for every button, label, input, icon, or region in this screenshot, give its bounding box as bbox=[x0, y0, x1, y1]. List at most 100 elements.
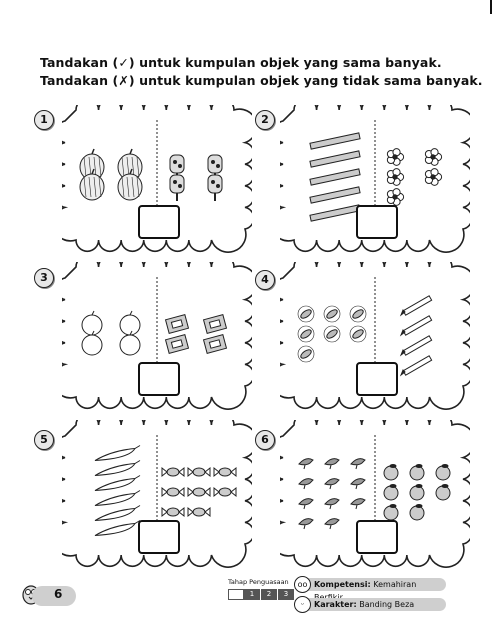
smiley-icon: ᵕ bbox=[294, 596, 311, 613]
ruler-icon bbox=[309, 132, 361, 150]
book-icon bbox=[202, 334, 228, 354]
exercise-number: 6 bbox=[255, 430, 275, 450]
book-icon bbox=[164, 334, 190, 354]
candy-icon bbox=[213, 466, 237, 478]
chili-icon bbox=[94, 475, 141, 491]
orange-icon bbox=[383, 464, 399, 481]
flower-icon bbox=[386, 188, 405, 206]
bird-icon bbox=[324, 478, 340, 490]
candy-icon bbox=[187, 486, 211, 498]
leaf-icon bbox=[297, 345, 315, 363]
tahap-label: Tahap Penguasaan bbox=[228, 578, 289, 586]
answer-box[interactable] bbox=[138, 205, 180, 239]
exercise-panel bbox=[62, 262, 252, 417]
pencil-icon bbox=[399, 295, 433, 317]
tahap-level-1[interactable]: 1 bbox=[244, 589, 261, 600]
answer-box[interactable] bbox=[356, 520, 398, 554]
book-icon bbox=[164, 314, 190, 334]
corner-mark bbox=[490, 0, 492, 14]
candy-icon bbox=[161, 486, 185, 498]
exercise-panel bbox=[62, 420, 252, 575]
cloud-outline bbox=[62, 105, 252, 253]
answer-box[interactable] bbox=[356, 362, 398, 396]
cloud-frame bbox=[62, 420, 252, 568]
flower-icon bbox=[424, 148, 443, 166]
answer-box[interactable] bbox=[356, 205, 398, 239]
leaf-icon bbox=[297, 305, 315, 323]
orange-icon bbox=[435, 484, 451, 501]
leaf-icon bbox=[349, 305, 367, 323]
candy-icon bbox=[187, 466, 211, 478]
orange-icon bbox=[409, 504, 425, 521]
leaf-icon bbox=[323, 325, 341, 343]
instruction-line-2: Tandakan (✗) untuk kumpulan objek yang t… bbox=[40, 73, 483, 88]
pencil-icon bbox=[399, 355, 433, 377]
ruler-icon bbox=[309, 168, 361, 186]
durian-icon bbox=[79, 168, 105, 201]
durian-icon bbox=[117, 168, 143, 201]
chili-icon bbox=[94, 505, 141, 521]
book-icon bbox=[202, 314, 228, 334]
bird-icon bbox=[298, 518, 314, 530]
cloud-outline bbox=[280, 262, 470, 410]
flower-icon bbox=[386, 168, 405, 186]
orange-icon bbox=[409, 484, 425, 501]
bird-icon bbox=[350, 478, 366, 490]
candy-icon bbox=[213, 486, 237, 498]
tahap-level-blank bbox=[228, 589, 244, 600]
tahap-level-2[interactable]: 2 bbox=[261, 589, 278, 600]
kompetensi-label: Kompetensi: bbox=[314, 580, 371, 589]
tahap-level-3[interactable]: 3 bbox=[278, 589, 295, 600]
bird-icon bbox=[350, 498, 366, 510]
exercise-panel bbox=[280, 420, 470, 575]
exercise-number: 1 bbox=[34, 110, 54, 130]
page-number: 6 bbox=[54, 587, 63, 601]
leaf-icon bbox=[297, 325, 315, 343]
karakter-label: Karakter: bbox=[314, 600, 357, 609]
glasses-icon: oo bbox=[294, 576, 311, 593]
candy-icon bbox=[161, 466, 185, 478]
exercise-panel bbox=[62, 105, 252, 260]
kompetensi-pill: oo Kompetensi: Kemahiran Berfikir bbox=[294, 576, 446, 602]
flower-icon bbox=[424, 168, 443, 186]
orange-icon bbox=[435, 464, 451, 481]
chili-icon bbox=[94, 490, 141, 506]
chili-icon bbox=[94, 445, 141, 461]
exercise-number: 4 bbox=[255, 270, 275, 290]
page-badge-bg bbox=[32, 586, 76, 606]
instruction-line-1: Tandakan (✓) untuk kumpulan objek yang s… bbox=[40, 55, 442, 70]
chili-icon bbox=[94, 460, 141, 476]
ruler-icon bbox=[309, 150, 361, 168]
ice-cream-icon bbox=[207, 154, 223, 181]
ice-cream-icon bbox=[207, 174, 223, 201]
bird-icon bbox=[298, 498, 314, 510]
tahap-levels: 1 2 3 bbox=[228, 589, 295, 600]
cloud-frame bbox=[62, 262, 252, 410]
karakter-pill: ᵕ Karakter: Banding Beza bbox=[294, 596, 446, 613]
answer-box[interactable] bbox=[138, 362, 180, 396]
exercise-number: 2 bbox=[255, 110, 275, 130]
cloud-outline bbox=[280, 420, 470, 568]
karakter-value: Banding Beza bbox=[359, 600, 415, 609]
cloud-outline bbox=[62, 262, 252, 410]
leaf-icon bbox=[349, 325, 367, 343]
cloud-frame bbox=[280, 420, 470, 568]
cloud-frame bbox=[280, 262, 470, 410]
exercise-panel bbox=[280, 262, 470, 417]
bird-icon bbox=[350, 458, 366, 470]
candy-icon bbox=[187, 506, 211, 518]
candy-icon bbox=[161, 506, 185, 518]
apple-icon bbox=[81, 330, 103, 356]
orange-icon bbox=[383, 484, 399, 501]
flower-icon bbox=[386, 148, 405, 166]
bird-icon bbox=[324, 458, 340, 470]
apple-icon bbox=[119, 330, 141, 356]
bird-icon bbox=[324, 518, 340, 530]
answer-box[interactable] bbox=[138, 520, 180, 554]
ice-cream-icon bbox=[169, 174, 185, 201]
leaf-icon bbox=[323, 305, 341, 323]
pencil-icon bbox=[399, 335, 433, 357]
page-number-badge: 6 bbox=[20, 580, 76, 608]
bird-icon bbox=[298, 478, 314, 490]
ice-cream-icon bbox=[169, 154, 185, 181]
